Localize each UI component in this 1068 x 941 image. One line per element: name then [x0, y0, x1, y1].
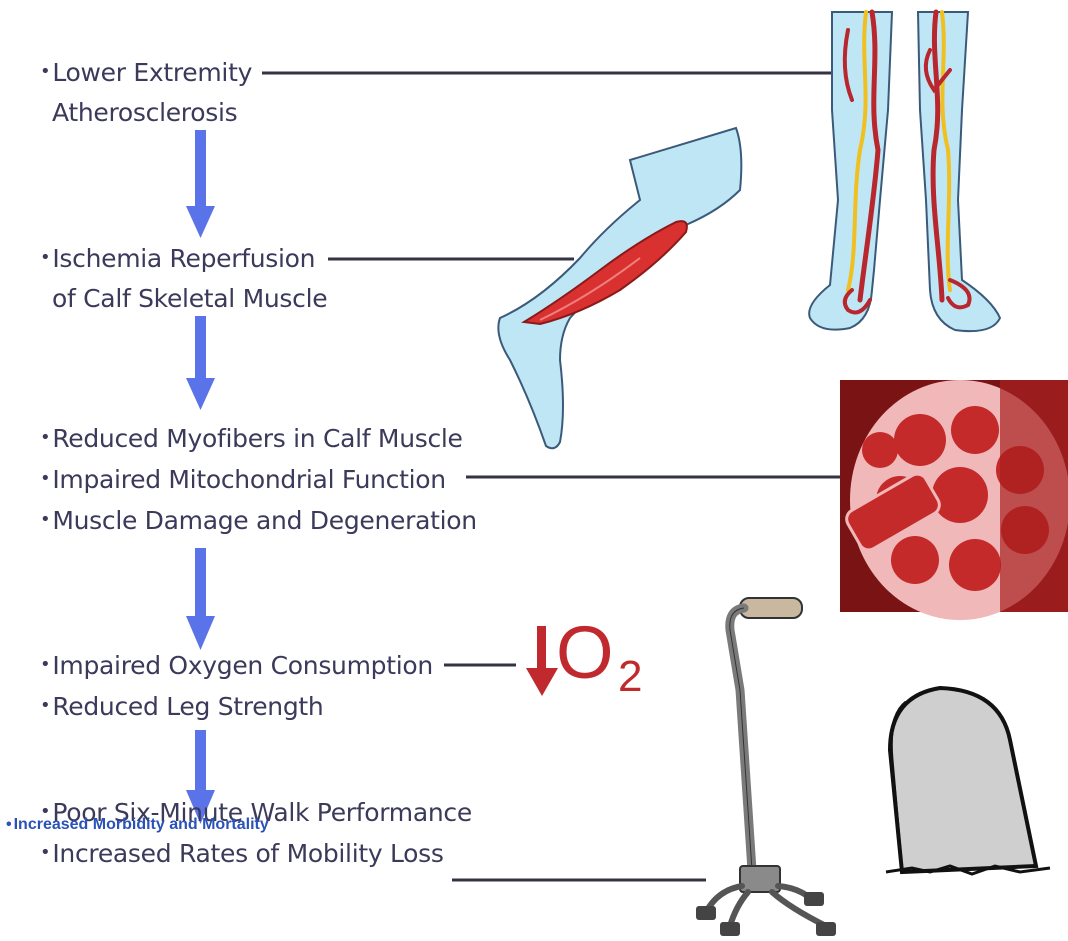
final-outcome-text: Increased Morbidity and Mortality — [14, 816, 269, 833]
muscle-fiber-icon — [840, 380, 1068, 620]
down-arrow-icon — [186, 316, 215, 410]
down-arrow-icon — [186, 548, 215, 650]
step-3-line-2: Impaired Mitochondrial Function — [52, 465, 445, 494]
step-4: •Impaired Oxygen Consumption •Reduced Le… — [40, 645, 433, 727]
calf-muscle-icon — [498, 128, 741, 448]
leg-arteries-icon — [809, 12, 1000, 331]
final-outcome: •Increased Morbidity and Mortality — [6, 816, 269, 834]
down-arrow-icon — [186, 130, 215, 238]
o2-subscript: 2 — [618, 652, 642, 702]
step-3-line-1: Reduced Myofibers in Calf Muscle — [52, 424, 462, 453]
step-2-line-2: of Calf Skeletal Muscle — [52, 284, 327, 313]
reduced-o2-symbol: O 2 — [516, 616, 666, 716]
o2-letter: O — [556, 610, 614, 695]
step-2-line-1: Ischemia Reperfusion — [52, 244, 315, 273]
tombstone-icon — [886, 688, 1050, 874]
walking-cane-icon — [696, 598, 836, 936]
step-5-line-2: Increased Rates of Mobility Loss — [52, 839, 443, 868]
step-3-line-3: Muscle Damage and Degeneration — [52, 506, 476, 535]
step-1: •Lower Extremity Atherosclerosis — [40, 52, 252, 133]
step-4-line-1: Impaired Oxygen Consumption — [52, 651, 433, 680]
step-1-line-2: Atherosclerosis — [52, 98, 237, 127]
step-1-line-1: Lower Extremity — [52, 58, 252, 87]
step-4-line-2: Reduced Leg Strength — [52, 692, 323, 721]
step-3: •Reduced Myofibers in Calf Muscle •Impai… — [40, 418, 477, 541]
step-2: •Ischemia Reperfusion of Calf Skeletal M… — [40, 238, 327, 319]
